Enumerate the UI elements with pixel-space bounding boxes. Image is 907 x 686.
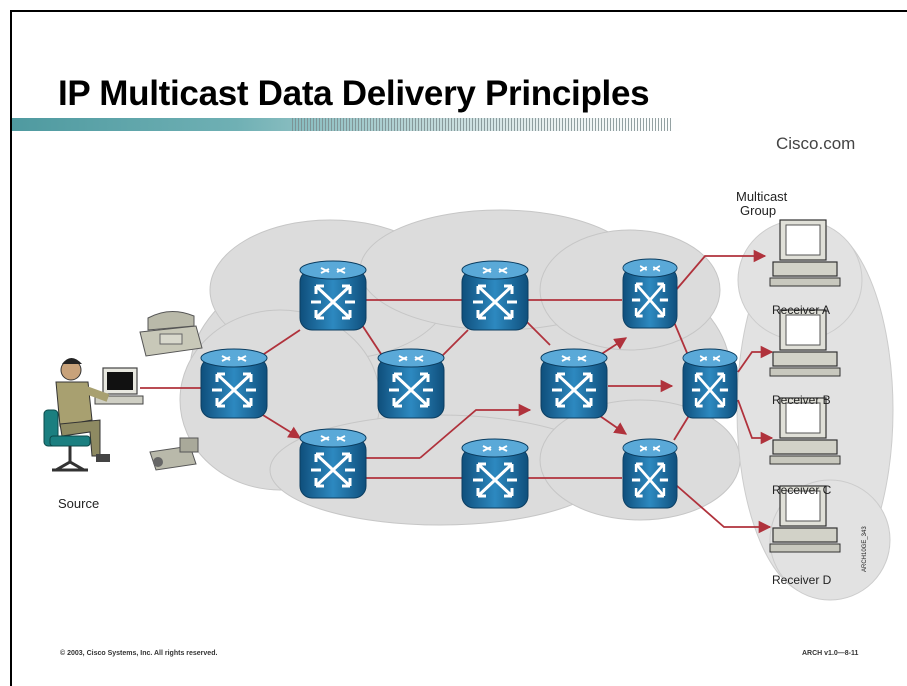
copyright: © 2003, Cisco Systems, Inc. All rights r… xyxy=(60,650,218,657)
router-2 xyxy=(298,259,368,332)
camera-icon xyxy=(149,437,199,471)
course-ref: ARCH v1.0—8-11 xyxy=(802,650,859,657)
router-10 xyxy=(621,437,679,510)
router-3 xyxy=(298,427,368,500)
link-r10-r9 xyxy=(673,413,691,441)
link-r4-r5 xyxy=(439,329,469,359)
link-r6-r10 xyxy=(599,415,628,435)
link-r2-r4 xyxy=(359,321,386,361)
receiver-b-label: Receiver B xyxy=(772,393,831,407)
source-user-icon xyxy=(43,358,144,472)
receiver-d-label: Receiver D xyxy=(772,573,832,587)
group-label-line1: Multicast xyxy=(736,189,788,204)
title-bar-hatch xyxy=(292,118,672,131)
link-r1-r3 xyxy=(257,411,302,439)
link-r3-r6 xyxy=(419,403,532,459)
link-to-receiver-b xyxy=(737,345,774,373)
link-to-receiver-a xyxy=(675,249,767,291)
link-r5-r6 xyxy=(524,319,551,346)
router-9 xyxy=(681,347,739,420)
group-label-line2: Group xyxy=(740,203,776,218)
link-to-receiver-c xyxy=(737,399,774,445)
link-r6-r8 xyxy=(599,337,628,356)
router-1 xyxy=(199,347,269,420)
receiver-a-label: Receiver A xyxy=(772,303,830,317)
source-label: Source xyxy=(58,496,99,511)
slide-frame xyxy=(10,10,907,686)
router-6 xyxy=(460,437,530,510)
phone-icon xyxy=(139,311,203,357)
router-8 xyxy=(621,257,679,330)
router-5 xyxy=(460,259,530,332)
receiver-c-label: Receiver C xyxy=(772,483,832,497)
router-4 xyxy=(376,347,446,420)
figure-id: ARCH10GE_343 xyxy=(862,526,868,572)
slide-title: IP Multicast Data Delivery Principles xyxy=(58,74,650,113)
link-to-receiver-d xyxy=(675,484,772,534)
brand-label: Cisco.com xyxy=(776,134,856,153)
router-7 xyxy=(539,347,609,420)
